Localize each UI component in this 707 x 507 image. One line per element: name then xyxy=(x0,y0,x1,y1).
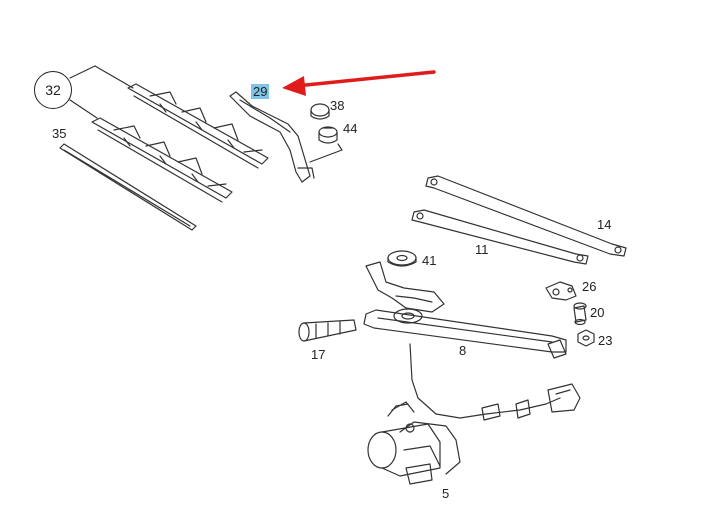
part-label-17: 17 xyxy=(311,347,326,362)
wiper-arm xyxy=(229,91,315,183)
part-label-44: 44 xyxy=(343,121,358,136)
bushing-20 xyxy=(573,302,587,326)
part-label-5: 5 xyxy=(442,486,450,501)
leader-32-c xyxy=(69,99,98,119)
part-label-41: 41 xyxy=(422,253,437,268)
bolt-17 xyxy=(298,319,357,342)
linkage-frame-8 xyxy=(363,261,567,359)
part-label-23: 23 xyxy=(598,333,613,348)
wire-harness xyxy=(409,343,561,419)
ball-joint-26 xyxy=(545,281,577,301)
part-label-11: 11 xyxy=(475,242,489,257)
grommet-41 xyxy=(387,250,417,267)
part-label-20: 20 xyxy=(590,305,605,320)
pointer-arrow xyxy=(282,70,436,96)
harness-connector xyxy=(481,383,581,421)
part-label-26: 26 xyxy=(582,279,597,294)
part-label-38: 38 xyxy=(330,98,345,113)
part-label-32: 32 xyxy=(34,71,72,109)
part-label-29: 29 xyxy=(251,84,270,99)
leader-32-a xyxy=(69,65,96,79)
wiper-blade-lower xyxy=(91,117,233,203)
leader-32-b xyxy=(94,65,134,89)
nut-44 xyxy=(318,126,338,144)
wiper-motor-5 xyxy=(367,401,461,485)
linkage-rod-11 xyxy=(411,209,589,265)
linkage-rod-14 xyxy=(425,175,627,257)
nut-23 xyxy=(577,329,595,347)
cap-38 xyxy=(310,103,330,120)
part-label-14: 14 xyxy=(597,217,612,232)
wiper-rubber-strip xyxy=(59,143,197,231)
wiper-blade-upper xyxy=(127,83,269,169)
leader-44 xyxy=(309,143,343,163)
wire-branch xyxy=(387,403,409,417)
part-label-35: 35 xyxy=(52,126,67,141)
part-label-8: 8 xyxy=(459,343,467,358)
